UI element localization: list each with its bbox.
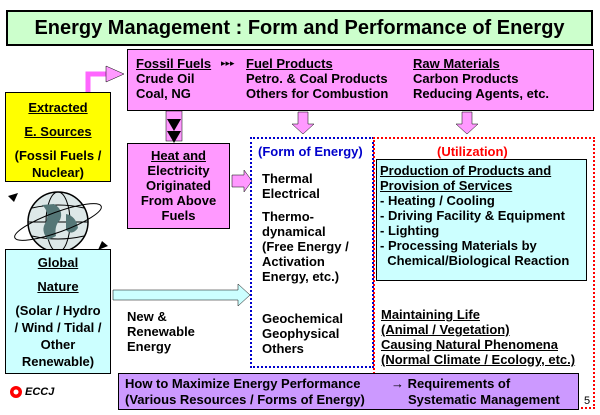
production-item: - Processing Materials by — [380, 238, 537, 253]
maintaining-line: (Animal / Vegetation) — [381, 322, 510, 337]
form-item: Thermo- — [262, 209, 314, 224]
eccj-logo-text: ECCJ — [25, 386, 55, 398]
form-item: Geochemical — [262, 311, 343, 326]
form-of-energy-label: (Form of Energy) — [258, 144, 363, 159]
production-item: - Driving Facility & Equipment — [380, 208, 565, 223]
fossil-fuels-box: Fossil Fuels Crude Oil Coal, NG ▸▸▸ Fuel… — [127, 49, 594, 111]
fuel-products-item: Others for Combustion — [246, 86, 389, 101]
global-nature-box: Global Nature (Solar / Hydro / Wind / Ti… — [5, 249, 111, 374]
form-of-energy-box: (Form of Energy) Thermal Electrical Ther… — [250, 137, 374, 368]
raw-materials-heading: Raw Materials — [413, 56, 500, 71]
renewable-energy-label: New & Renewable Energy — [127, 309, 195, 354]
form-group-2: Thermo- dynamical (Free Energy / Activat… — [262, 209, 349, 284]
form-item: (Free Energy / — [262, 239, 349, 254]
fossil-col-2: Fuel Products Petro. & Coal Products Oth… — [246, 56, 388, 101]
global-subtitle: Nature — [37, 279, 79, 294]
performance-line: (Various Resources / Forms of Energy) — [125, 392, 365, 407]
maintaining-line: Maintaining Life — [381, 307, 480, 322]
extracted-title: Extracted — [28, 100, 88, 115]
extracted-subtitle: E. Sources — [24, 124, 92, 139]
maintaining-life-block: Maintaining Life (Animal / Vegetation) C… — [381, 307, 575, 367]
heat-line: Fuels — [161, 208, 196, 223]
form-item: Activation — [262, 254, 325, 269]
renewable-line: Renewable — [127, 324, 195, 339]
extracted-detail: (Fossil Fuels / — [14, 148, 102, 163]
raw-materials-item: Reducing Agents, etc. — [413, 86, 550, 101]
performance-box: How to Maximize Energy Performance (Vari… — [118, 373, 579, 410]
performance-left: How to Maximize Energy Performance (Vari… — [125, 376, 365, 408]
heat-line: Originated — [145, 178, 211, 193]
global-detail: Renewable) — [21, 354, 95, 369]
maintaining-line: Causing Natural Phenomena — [381, 337, 558, 352]
global-detail: (Solar / Hydro — [15, 303, 101, 318]
requirements-line: Systematic Management — [408, 392, 560, 407]
black-triangle-lower — [167, 131, 181, 143]
extracted-sources-box: Extracted E. Sources (Fossil Fuels / Nuc… — [5, 92, 111, 182]
fossil-col-1: Fossil Fuels Crude Oil Coal, NG — [136, 56, 211, 101]
extracted-detail: Nuclear) — [31, 165, 85, 180]
form-item: Others — [262, 341, 304, 356]
utilization-label: (Utilization) — [437, 144, 508, 159]
form-group-1: Thermal Electrical — [262, 171, 320, 201]
form-item: Geophysical — [262, 326, 340, 341]
production-title: Provision of Services — [380, 178, 513, 193]
performance-right: → Requirements of Systematic Management — [391, 376, 560, 408]
requirements-line: → Requirements of — [391, 376, 511, 391]
production-title: Production of Products and — [380, 163, 552, 178]
fossil-heading: Fossil Fuels — [136, 56, 212, 71]
triple-arrow-icon: ▸▸▸ — [221, 58, 235, 68]
global-title: Global — [37, 255, 79, 270]
fuel-products-heading: Fuel Products — [246, 56, 333, 71]
heat-line: Electricity — [147, 163, 210, 178]
arrow-heat-to-form — [231, 169, 253, 193]
production-item: - Heating / Cooling — [380, 193, 495, 208]
heat-line: From Above — [140, 193, 217, 208]
arrow-global-to-form — [112, 283, 251, 307]
fossil-item: Coal, NG — [136, 86, 191, 101]
global-detail: Other — [40, 337, 76, 352]
raw-materials-item: Carbon Products — [413, 71, 519, 86]
arrow-fossil-to-utilization — [455, 111, 479, 135]
form-group-3: Geochemical Geophysical Others — [262, 311, 343, 356]
form-item: dynamical — [262, 224, 326, 239]
maintaining-line: (Normal Climate / Ecology, etc.) — [381, 352, 576, 367]
eccj-logo-icon — [10, 386, 22, 398]
fossil-item: Crude Oil — [136, 71, 195, 86]
form-item: Thermal — [262, 171, 313, 186]
page-number: 5 — [584, 395, 591, 407]
globe-icon — [8, 191, 108, 253]
heat-electricity-box: Heat and Electricity Originated From Abo… — [127, 143, 230, 229]
fossil-col-3: Raw Materials Carbon Products Reducing A… — [413, 56, 549, 101]
page-title: Energy Management : Form and Performance… — [6, 10, 593, 46]
arrowhead-extracted-to-fossil — [105, 65, 125, 83]
global-detail: / Wind / Tidal / — [14, 320, 102, 335]
arrow-extracted-to-fossil — [85, 71, 108, 92]
renewable-line: New & — [127, 309, 167, 324]
production-item: - Lighting — [380, 223, 440, 238]
form-item: Energy, etc.) — [262, 269, 340, 284]
production-box: Production of Products and Provision of … — [376, 159, 587, 281]
production-item: Chemical/Biological Reaction — [380, 253, 570, 268]
renewable-line: Energy — [127, 339, 172, 354]
page-title-text: Energy Management : Form and Performance… — [34, 17, 565, 39]
black-triangle-upper — [167, 119, 181, 131]
performance-line: How to Maximize Energy Performance — [125, 376, 361, 391]
heat-title: Heat and — [151, 148, 206, 163]
fuel-products-item: Petro. & Coal Products — [246, 71, 388, 86]
arrow-fossil-to-form — [291, 111, 315, 135]
form-item: Electrical — [262, 186, 320, 201]
